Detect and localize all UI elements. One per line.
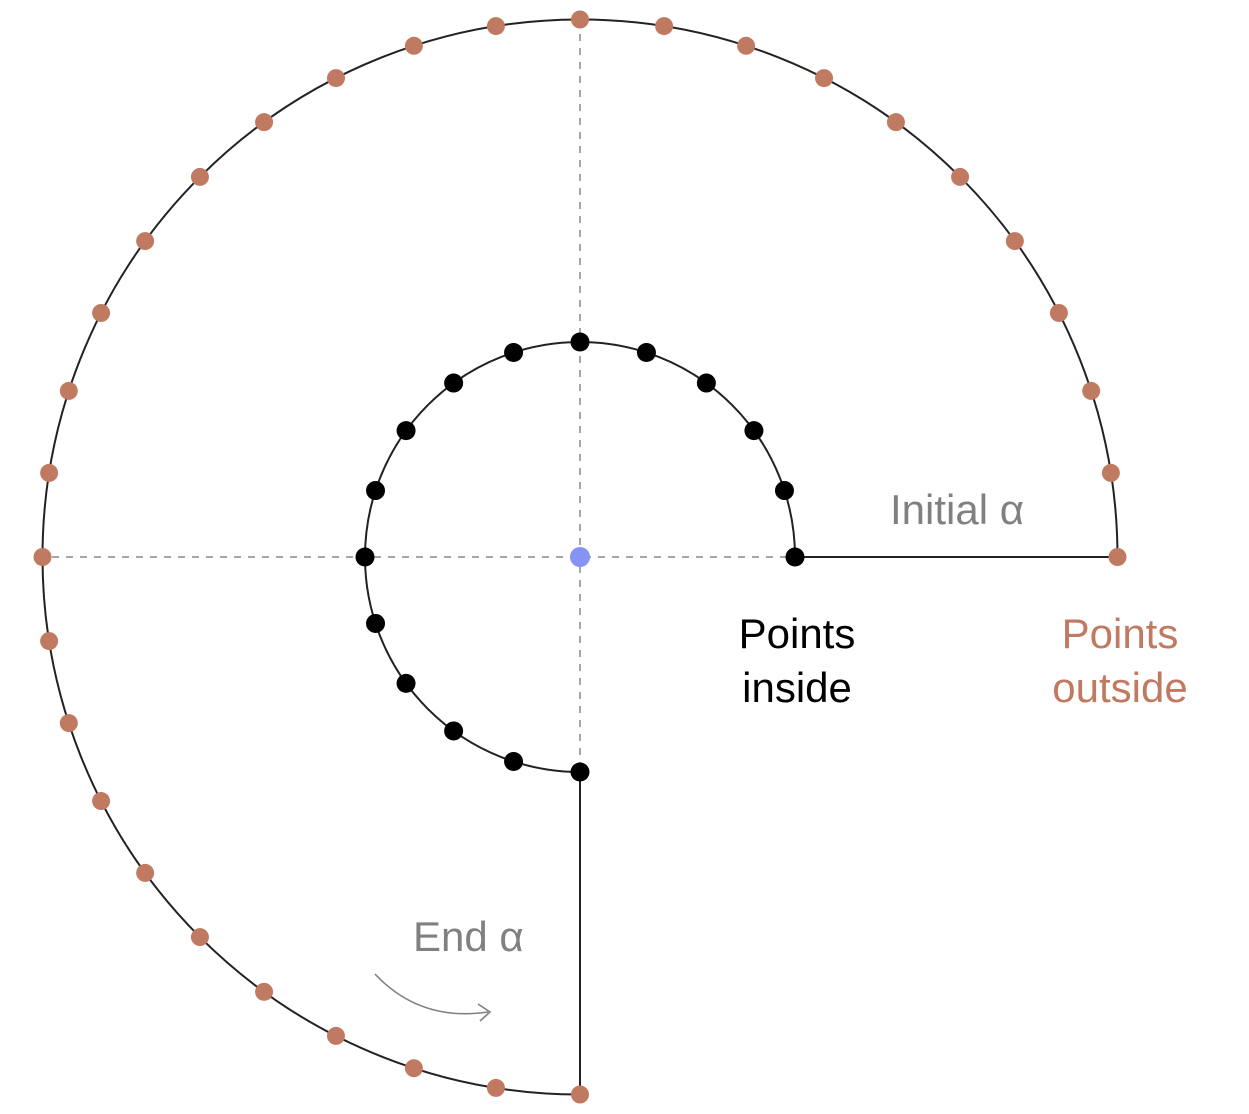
inner-point <box>696 373 716 393</box>
outer-point <box>326 69 345 88</box>
outer-point <box>92 303 111 322</box>
outer-point <box>404 36 423 55</box>
initial-alpha-label: Initial α <box>890 486 1024 533</box>
direction-arrow-icon <box>374 973 489 1015</box>
inner-arc <box>364 341 796 773</box>
outer-points-group <box>33 10 1127 1104</box>
points-inside-label-line1: Points <box>739 610 856 657</box>
inner-point <box>636 343 656 363</box>
inner-point <box>774 481 794 501</box>
outer-point <box>486 1078 505 1097</box>
points-outside-label-line2: outside <box>1052 664 1187 711</box>
outer-point <box>486 17 505 36</box>
arrowhead-icon <box>477 1003 492 1022</box>
outer-point <box>326 1026 345 1045</box>
end-alpha-label: End α <box>413 913 524 960</box>
inner-point <box>366 481 386 501</box>
outer-point <box>737 36 756 55</box>
points-inside-label-line2: inside <box>742 664 852 711</box>
outer-point <box>92 792 111 811</box>
outer-point <box>136 863 155 882</box>
outer-point <box>951 167 970 186</box>
inner-point <box>570 762 590 782</box>
outer-point <box>136 232 155 251</box>
outer-point <box>59 714 78 733</box>
center-point <box>570 547 590 567</box>
inner-point <box>396 421 416 441</box>
inner-point <box>396 673 416 693</box>
points-outside-label-line1: Points <box>1062 610 1179 657</box>
outer-point <box>190 928 209 947</box>
outer-point <box>1082 381 1101 400</box>
outer-point <box>190 167 209 186</box>
outer-point <box>815 69 834 88</box>
outer-point <box>404 1059 423 1078</box>
inner-point <box>570 332 590 352</box>
inner-point <box>355 547 375 567</box>
inner-point <box>785 547 805 567</box>
outer-point <box>1049 303 1068 322</box>
outer-point <box>255 113 274 132</box>
inner-point <box>744 421 764 441</box>
outer-point <box>59 381 78 400</box>
inner-point <box>444 373 464 393</box>
outer-point <box>886 113 905 132</box>
outer-point <box>33 548 52 566</box>
outer-point <box>1005 232 1024 251</box>
outer-point <box>255 982 274 1001</box>
outer-point <box>655 17 674 36</box>
inner-point <box>366 613 386 633</box>
outer-point <box>571 1085 589 1104</box>
outer-point <box>1101 463 1120 482</box>
outer-point <box>1108 548 1127 566</box>
inner-point <box>444 721 464 741</box>
inner-point <box>504 751 524 771</box>
outer-point <box>571 10 589 29</box>
outer-point <box>40 463 59 482</box>
inner-points-group <box>355 332 805 782</box>
inner-point <box>504 343 524 363</box>
outer-point <box>40 632 59 651</box>
